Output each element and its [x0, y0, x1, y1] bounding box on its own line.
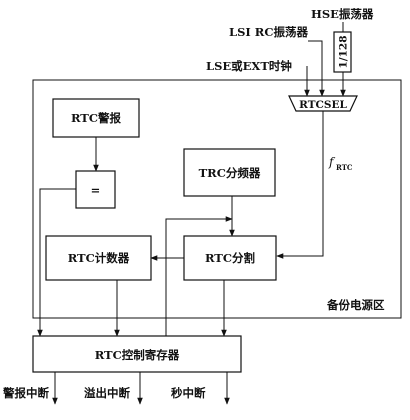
rtc-divider-label: RTC分割: [205, 251, 255, 265]
rtc-alarm-label: RTC警报: [71, 111, 122, 125]
lsi-wire: [308, 40, 325, 97]
rtc-control-register-label: RTC控制寄存器: [95, 348, 180, 362]
rtc-alarm-block: [52, 98, 140, 138]
lse-clock-label: LSE或EXT时钟: [206, 59, 292, 73]
rtc-counter-block: [45, 235, 152, 281]
compare-label: =: [91, 183, 101, 197]
trc-prescaler-label: TRC分频器: [199, 166, 261, 180]
rtcsel-label: RTCSEL: [299, 99, 347, 111]
compare-to-control-wire: [37, 188, 76, 337]
rtc-control-register-block: [32, 335, 242, 373]
second-interrupt-label: 秒中断: [171, 386, 206, 400]
divider-128-label: 1/128: [338, 35, 350, 68]
rtcsel-mux: [288, 95, 358, 112]
divider-to-prescaler-feedback-wire: [165, 216, 233, 336]
f-rtc-label: f: [328, 155, 336, 169]
hse-oscillator-label: HSE振荡器: [311, 7, 374, 21]
overflow-interrupt-label: 溢出中断: [84, 386, 130, 400]
f-rtc-subscript: RTC: [336, 163, 353, 172]
backup-power-region-label: 备份电源区: [326, 298, 385, 312]
alarm-interrupt-label: 警报中断: [2, 386, 49, 400]
f-rtc-wire: [276, 111, 324, 259]
rtc-counter-label: RTC计数器: [68, 251, 130, 265]
trc-prescaler-block: [183, 148, 276, 197]
backup-power-region: [32, 79, 402, 319]
lsi-oscillator-label: LSI RC振荡器: [229, 25, 308, 39]
